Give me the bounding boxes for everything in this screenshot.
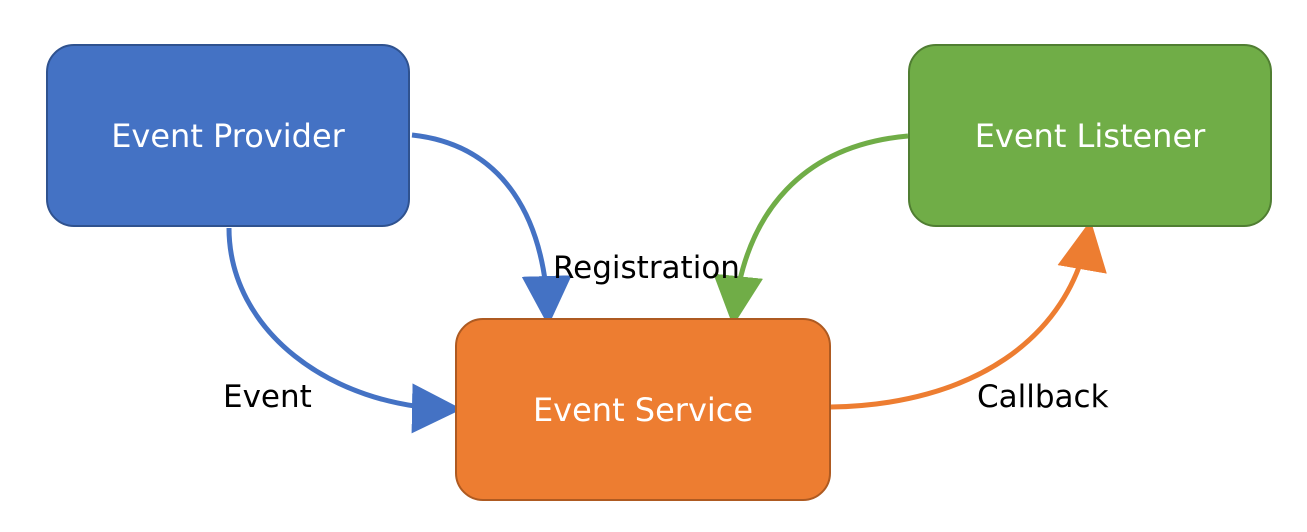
event-arrow <box>226 227 462 434</box>
event-listener-label: Event Listener <box>974 116 1206 155</box>
registration-arrow <box>411 132 572 326</box>
event-service-label: Event Service <box>532 390 754 429</box>
event-provider-label: Event Provider <box>111 116 345 155</box>
callback-arrow <box>830 220 1107 410</box>
callback-edge-label: Callback <box>977 379 1109 415</box>
event-provider-node: Event Provider <box>46 44 410 227</box>
registration-edge-label: Registration <box>553 250 740 286</box>
event-service-node: Event Service <box>455 318 831 501</box>
event-edge-label: Event <box>223 379 312 415</box>
listener-registration-arrow <box>713 133 909 326</box>
event-listener-node: Event Listener <box>908 44 1272 227</box>
